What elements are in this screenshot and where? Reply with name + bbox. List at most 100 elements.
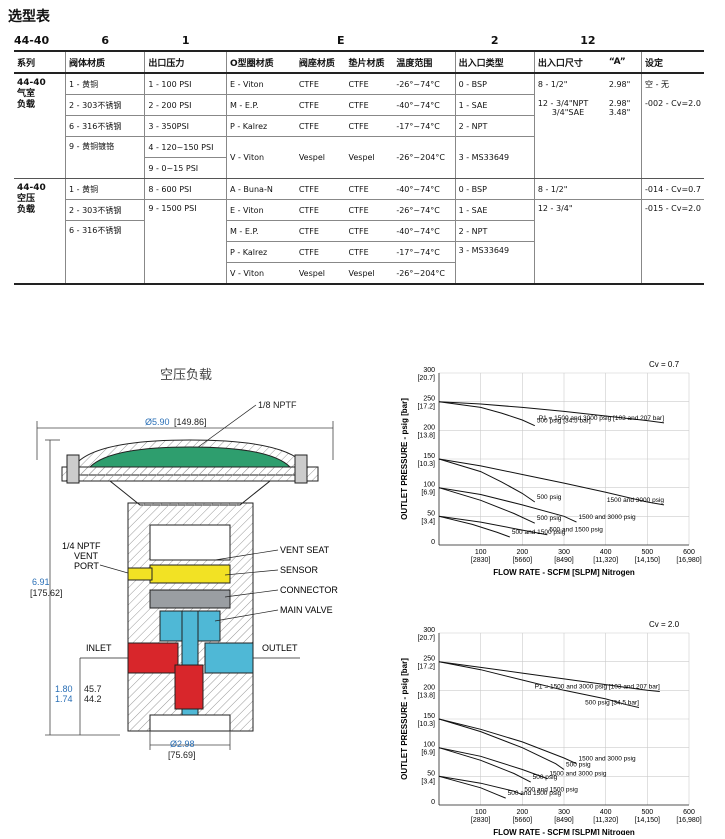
gasket-cell: CTFE xyxy=(345,199,394,221)
selection-table: 44-40 6 1 E 2 12 系列 阀体材质 出口压力 O型圈材质 阀座材质… xyxy=(14,30,704,285)
temp-cell: -26°~74°C xyxy=(393,199,456,221)
temp-cell: -17°~74°C xyxy=(393,241,456,263)
a-cell: 2.98"3.48" xyxy=(605,94,642,179)
drawing-title: 空压负载 xyxy=(160,368,213,383)
series-line-2 xyxy=(438,458,665,506)
regulator-drawing: Ø5.90 [149.86] 1/8 NPTF 6.91 [175.62] 1.… xyxy=(30,400,338,760)
x-tick-sub: [11,320] xyxy=(593,817,618,824)
oring-cell: M - E.P. xyxy=(225,94,296,116)
table-row: 9 - 0~15 PSI xyxy=(14,157,704,179)
table-row: 2 - 303不锈钢 2 - 200 PSI M - E.P. CTFE CTF… xyxy=(14,94,704,179)
y-tick-label: 50 xyxy=(427,510,435,517)
oring-cell: P - Kalrez xyxy=(225,241,296,263)
x-tick-sub: [8490] xyxy=(554,557,574,564)
gasket-cell: CTFE xyxy=(345,241,394,263)
y-tick-label: 250 xyxy=(423,396,435,403)
series-line-1 xyxy=(438,401,536,427)
series-label-4: 1500 and 3000 psig xyxy=(549,771,606,778)
size-cell: 8 - 1/2" xyxy=(533,73,606,95)
header-cell: 系列 xyxy=(14,50,66,74)
x-tick-sub: [16,980] xyxy=(676,557,701,564)
h1-mm: 45.7 xyxy=(84,684,102,694)
series-label-5: 500 psig xyxy=(533,774,558,781)
gasket-cell: CTFE xyxy=(345,94,394,116)
h2-mm: 44.2 xyxy=(84,694,102,704)
x-tick-label: 600 xyxy=(683,809,695,816)
x-tick-label: 400 xyxy=(600,549,612,556)
body-cell: 2 - 303不锈钢 xyxy=(65,94,145,116)
y-tick-sub: [20.7] xyxy=(417,635,435,642)
y-tick-sub: [6.9] xyxy=(421,490,435,497)
body-cell: 9 - 黄铜镀铬 xyxy=(65,136,145,179)
series-line-3 xyxy=(438,458,536,503)
port-cell: 1 - SAE xyxy=(454,94,535,116)
series-line-6 xyxy=(438,515,548,536)
y-tick-sub: [3.4] xyxy=(421,518,435,525)
y-tick-sub: [13.8] xyxy=(417,432,435,439)
x-tick-label: 300 xyxy=(558,809,570,816)
y-tick-sub: [20.7] xyxy=(417,375,435,382)
body-cell: 6 - 316不锈钢 xyxy=(65,115,145,137)
x-tick-sub: [8490] xyxy=(554,817,574,824)
body-cell: 1 - 黄铜 xyxy=(65,178,145,200)
series-label-1: 500 psig [34.5 bar] xyxy=(537,418,591,425)
temp-cell: -26°~204°C xyxy=(393,262,456,285)
temp-cell: -40°~74°C xyxy=(393,94,456,116)
seat-cell: Vespel xyxy=(295,262,346,285)
setting-cell: 空 - 无 xyxy=(641,73,704,95)
dia-top-mm: [149.86] xyxy=(174,417,207,427)
pressure-cell: 9 - 0~15 PSI xyxy=(144,157,227,179)
series-label-0: P1 = 1500 and 3000 psig [103 and 207 bar… xyxy=(539,415,664,422)
x-tick-label: 200 xyxy=(516,809,528,816)
code-pressure: 1 xyxy=(181,33,190,47)
a-cell: 2.98" xyxy=(608,79,631,89)
code-size: 12 xyxy=(580,33,596,47)
series-label-1: 500 psig [34.5 bar] xyxy=(585,700,639,707)
vent-seat-label: VENT SEAT xyxy=(280,545,330,555)
x-tick-sub: [16,980] xyxy=(676,817,701,824)
outlet-label: OUTLET xyxy=(262,643,298,653)
header-cell: 垫片材质 xyxy=(345,50,394,74)
seat-cell: CTFE xyxy=(295,115,346,137)
y-tick-label: 200 xyxy=(423,684,435,691)
x-tick-sub: [5660] xyxy=(513,817,533,824)
series-line-2 xyxy=(438,718,577,765)
series-label-3: 500 psig xyxy=(566,761,591,768)
vent-port-label-1: 1/4 NPTF xyxy=(62,541,101,551)
pressure-cell: 1 - 100 PSI xyxy=(144,73,227,95)
x-tick-label: 300 xyxy=(558,549,570,556)
port-cell: 2 - NPT xyxy=(454,115,535,137)
size-cell: 12 - 3/4" xyxy=(533,199,606,285)
series-line-7 xyxy=(438,515,510,538)
series-line-4 xyxy=(438,747,548,780)
seat-cell: CTFE xyxy=(295,199,346,221)
series-line-4 xyxy=(438,487,577,523)
y-tick-sub: [17.2] xyxy=(417,664,435,671)
seat-cell: CTFE xyxy=(295,73,346,95)
seat-cell: Vespel xyxy=(295,136,346,179)
seat-cell: CTFE xyxy=(295,220,346,242)
pressure-cell: 4 - 120~150 PSI xyxy=(144,136,227,158)
header-row: 系列 阀体材质 出口压力 O型圈材质 阀座材质 垫片材质 温度范围 出入口类型 … xyxy=(14,50,704,74)
y-tick-label: 0 xyxy=(431,799,435,806)
height-mm: [175.62] xyxy=(30,588,63,598)
x-tick-label: 500 xyxy=(641,549,653,556)
y-tick-sub: [10.3] xyxy=(417,721,435,728)
y-tick-label: 300 xyxy=(423,627,435,634)
chart-cv-2-0: Cv = 2.0100[2830]200[5660]300[8490]400[1… xyxy=(400,620,702,835)
oring-cell: P - Kalrez xyxy=(225,115,296,137)
y-axis-label: OUTLET PRESSURE - psig [bar] xyxy=(400,398,409,520)
header-cell: 设定 xyxy=(641,50,704,74)
gasket-cell: CTFE xyxy=(345,115,394,137)
header-cell: O型圈材质 xyxy=(225,50,296,74)
y-tick-label: 200 xyxy=(423,424,435,431)
port-cell: 3 - MS33649 xyxy=(454,136,535,179)
series-label-2: 1500 and 3000 psig xyxy=(607,497,664,504)
inlet-label: INLET xyxy=(86,643,112,653)
body-cell: 1 - 黄铜 xyxy=(65,73,145,95)
temp-cell: -17°~74°C xyxy=(393,115,456,137)
y-tick-label: 100 xyxy=(423,742,435,749)
y-tick-sub: [3.4] xyxy=(421,778,435,785)
